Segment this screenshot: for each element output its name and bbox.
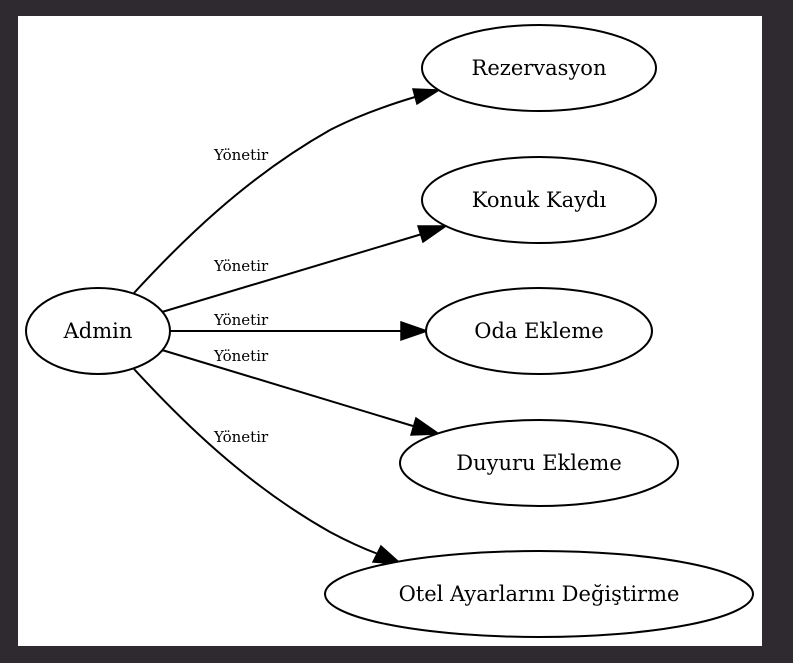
edge-admin-duyuru-ekleme: Yönetir (161, 347, 442, 436)
node-label: Oda Ekleme (474, 319, 603, 343)
edge-line (133, 368, 379, 555)
edge-admin-oda-ekleme: Yönetir (170, 311, 430, 342)
node-label: Rezervasyon (472, 56, 607, 80)
arrow-head (412, 88, 442, 106)
edge-line (161, 233, 423, 313)
edge-label: Yönetir (213, 146, 269, 164)
edge-label: Yönetir (213, 347, 269, 365)
arrow-head (416, 225, 449, 244)
edge-admin-konuk-kaydi: Yönetir (161, 225, 449, 313)
node-konuk-kaydi: Konuk Kaydı (421, 156, 657, 244)
node-duyuru-ekleme: Duyuru Ekleme (399, 419, 679, 507)
edge-label: Yönetir (213, 257, 269, 275)
node-rezervasyon: Rezervasyon (421, 24, 657, 112)
arrow-head (400, 320, 430, 342)
edge-admin-rezervasyon: Yönetir (133, 88, 442, 294)
node-label: Duyuru Ekleme (456, 451, 622, 475)
arrow-head (409, 416, 442, 436)
node-admin: Admin (25, 287, 171, 375)
edge-line (133, 96, 416, 294)
node-otel-ayarlari: Otel Ayarlarını Değiştirme (324, 550, 754, 638)
node-label: Admin (63, 319, 133, 343)
node-label: Otel Ayarlarını Değiştirme (399, 582, 680, 606)
node-label: Konuk Kaydı (472, 188, 607, 212)
edge-label: Yönetir (213, 311, 269, 329)
edge-admin-otel-ayarlari: Yönetir (133, 368, 404, 565)
edge-line (161, 349, 414, 427)
node-oda-ekleme: Oda Ekleme (425, 287, 653, 375)
edge-label: Yönetir (213, 428, 269, 446)
